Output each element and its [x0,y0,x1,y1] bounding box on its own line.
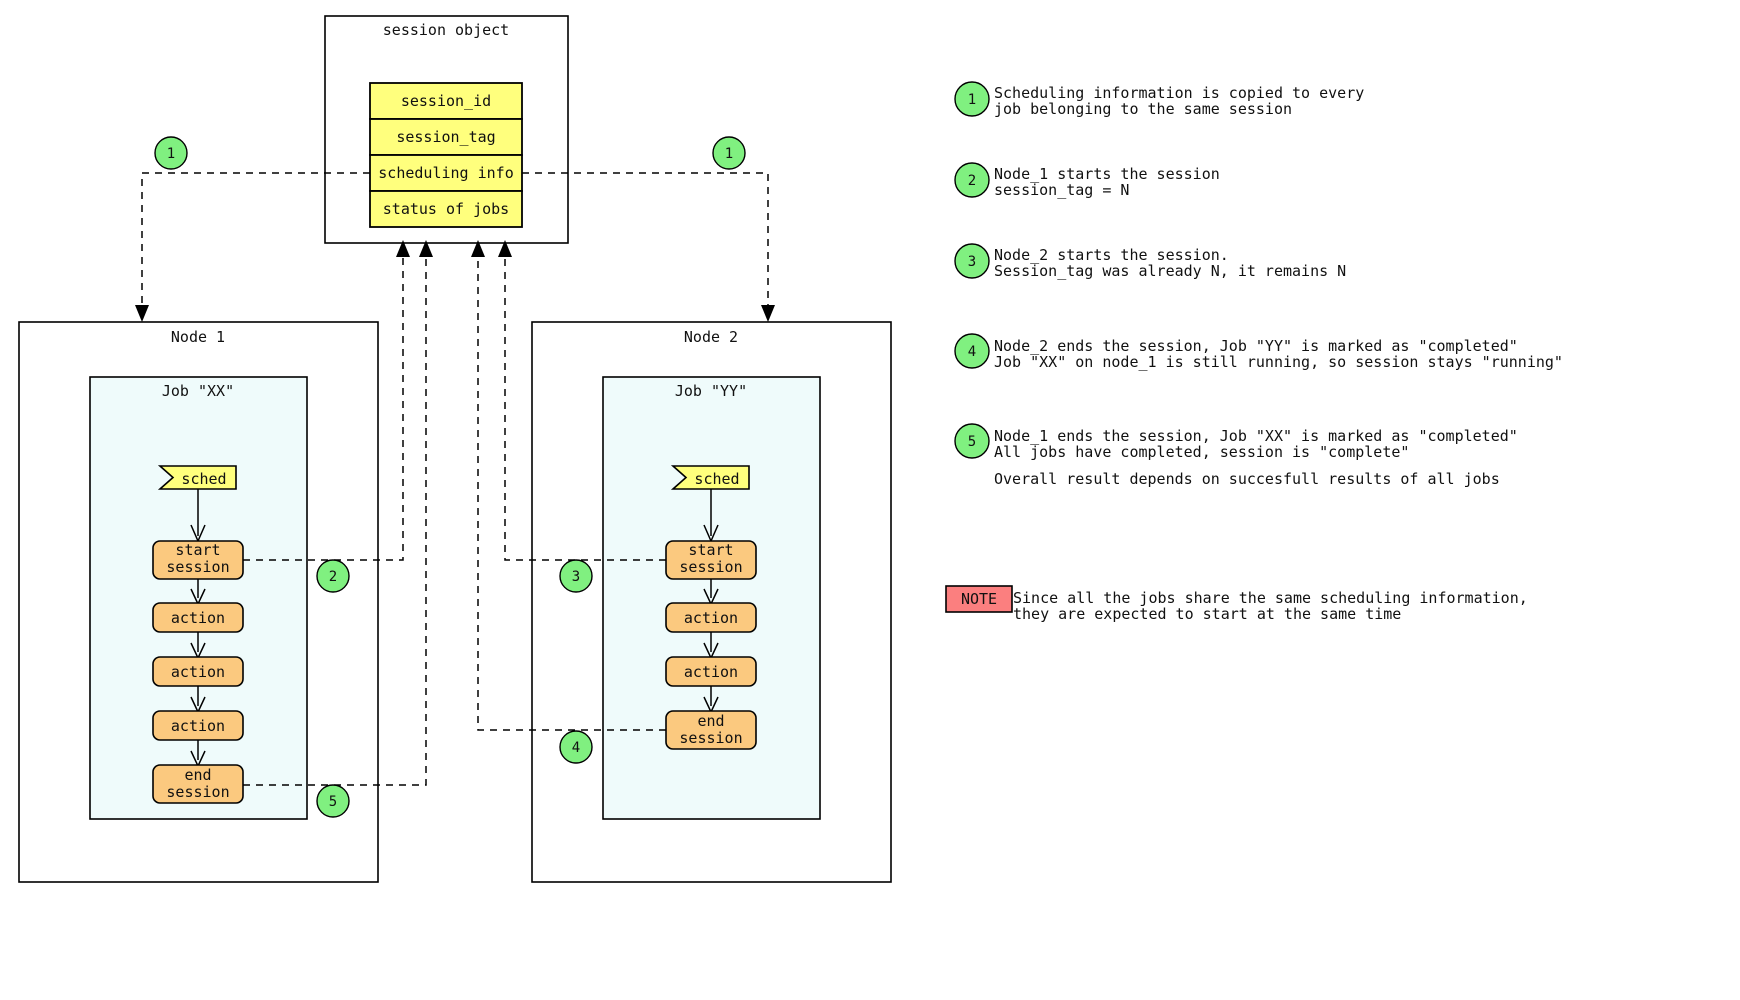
session-object-title: session object [383,21,509,39]
flow-node2-start-session-to-session-object [498,240,666,561]
marker-1-node2[interactable]: 1 [712,136,746,170]
note-line-1: Since all the jobs share the same schedu… [1013,589,1528,607]
session-field-session_id-box [369,82,523,120]
job-yy-step-action-1-label: action [684,609,738,627]
job-xx-step-action-3-label: action [171,717,225,735]
job-xx-step-end-session-line1: end [184,766,211,784]
legend-1-line-2: job belonging to the same session [994,100,1292,118]
legend-3-line-1: Node_2 starts the session. [994,246,1229,264]
legend-1-line-1: Scheduling information is copied to ever… [994,84,1364,102]
legend-item-4: 4 Node_2 ends the session, Job "YY" is m… [954,333,1563,371]
job-yy-step-end-session-line2: session [679,729,742,747]
marker-3-label: 3 [572,569,580,585]
flow-4-arrowhead [471,240,485,257]
job-xx-title: Job "XX" [162,382,234,400]
legend-2-line-2: session_tag = N [994,181,1129,199]
job-xx-step-start-session-line1: start [175,541,220,559]
legend-item-5: 5 Node_1 ends the session, Job "XX" is m… [954,423,1518,461]
flow-1-right-arrowhead [761,305,775,322]
legend-3-number: 3 [968,254,976,270]
legend-item-1: 1 Scheduling information is copied to ev… [954,81,1364,118]
note-tag-label: NOTE [961,590,997,608]
job-yy-step-start-session-line1: start [688,541,733,559]
legend-footnote: Overall result depends on succesfull res… [994,470,1500,488]
flow-2-arrowhead [396,240,410,257]
marker-4[interactable]: 4 [559,730,593,764]
session-field-status-of-jobs-label: status of jobs [383,200,509,218]
flow-node1-start-session-to-session-object [243,240,410,561]
job-xx-step-end-session-box [152,764,244,804]
job-xx-step-end-session-line2: session [166,783,229,801]
legend-5-circle [954,423,990,459]
legend-3-circle [954,243,990,279]
flow-3-arrowhead [498,240,512,257]
session-field-session_tag-label: session_tag [396,128,495,146]
node-1-title: Node 1 [171,328,225,346]
job-xx-step-action-2-label: action [171,663,225,681]
note-group: NOTE Since all the jobs share the same s… [945,585,1528,623]
node-2-title: Node 2 [684,328,738,346]
legend-5-line-1: Node_1 ends the session, Job "XX" is mar… [994,427,1518,445]
marker-4-label: 4 [572,740,580,756]
note-line-2: they are expected to start at the same t… [1013,605,1401,623]
marker-4-circle [559,730,593,764]
legend-2-number: 2 [968,173,976,189]
flow-4-path [477,257,666,731]
flow-3-path [504,257,666,561]
session-field-status-of-jobs-box [369,190,523,228]
marker-2[interactable]: 2 [316,559,350,593]
marker-5-circle [316,784,350,818]
flow-1-right-path [522,172,769,315]
legend-4-line-1: Node_2 ends the session, Job "YY" is mar… [994,337,1518,355]
legend-1-circle [954,81,990,117]
flow-1-left-path [141,172,370,315]
marker-1-node2-label: 1 [725,146,733,162]
legend-4-number: 4 [968,344,976,360]
job-yy-title: Job "YY" [675,382,747,400]
marker-5[interactable]: 5 [316,784,350,818]
node-1-group: Node 1 Job "XX" sched start session acti… [18,321,379,883]
legend-5-number: 5 [968,434,976,450]
marker-3[interactable]: 3 [559,559,593,593]
legend-2-circle [954,162,990,198]
session-field-session_id-label: session_id [401,92,491,110]
legend-item-2: 2 Node_1 starts the session session_tag … [954,162,1220,199]
flow-node2-end-session-to-session-object [471,240,666,731]
flow-5-arrowhead [419,240,433,257]
session-object-group: session object session_id session_tag sc… [324,15,569,244]
legend-5-line-2: All jobs have completed, session is "com… [994,443,1409,461]
legend-1-number: 1 [968,92,976,108]
legend-4-circle [954,333,990,369]
marker-1-node1[interactable]: 1 [154,136,188,170]
legend-3-line-2: Session_tag was already N, it remains N [994,262,1346,280]
job-xx-step-action-1-label: action [171,609,225,627]
note-tag-box [945,585,1013,613]
flow-2-path [243,257,404,561]
marker-1-node1-label: 1 [167,146,175,162]
job-yy-sched-label: sched [694,470,739,488]
job-xx-sched-label: sched [181,470,226,488]
marker-2-circle [316,559,350,593]
marker-3-circle [559,559,593,593]
job-yy-step-action-2-label: action [684,663,738,681]
marker-2-label: 2 [329,569,337,585]
flow-scheduling-info-to-node-2 [522,172,775,322]
flow-5-path [243,257,427,786]
marker-5-label: 5 [329,794,337,810]
job-xx-step-start-session-line2: session [166,558,229,576]
job-yy-step-start-session-line2: session [679,558,742,576]
flow-1-left-arrowhead [135,305,149,322]
session-field-scheduling-info-label: scheduling info [378,164,513,182]
legend-item-3: 3 Node_2 starts the session. Session_tag… [954,243,1346,280]
node-2-group: Node 2 Job "YY" sched start session acti… [531,321,892,883]
flow-scheduling-info-to-node-1 [135,172,370,322]
marker-1-node1-circle [154,136,188,170]
legend-2-line-1: Node_1 starts the session [994,165,1220,183]
flow-node1-end-session-to-session-object [243,240,433,786]
marker-1-node2-circle [712,136,746,170]
job-yy-step-end-session-line1: end [697,712,724,730]
legend-4-line-2: Job "XX" on node_1 is still running, so … [994,353,1563,371]
